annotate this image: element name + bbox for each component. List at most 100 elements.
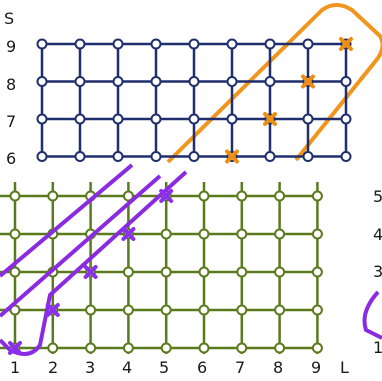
top-tick-9: 9 <box>6 37 16 56</box>
bottom-node-2-6 <box>198 304 210 316</box>
right-partial-label-1: 1 <box>373 338 382 357</box>
top-node-6-2 <box>74 151 86 162</box>
top-node-7-3 <box>112 113 124 125</box>
bottom-tick-2: 2 <box>48 358 58 377</box>
bottom-tick-6: 6 <box>197 358 207 377</box>
top-node-9-3 <box>112 38 124 50</box>
top-node-8-2 <box>74 76 86 87</box>
bottom-tick-4: 4 <box>122 358 132 377</box>
top-node-9-2 <box>74 38 86 50</box>
bottom-node-1-9 <box>311 342 323 354</box>
bottom-node-5-7 <box>236 190 248 202</box>
bottom-mark-2 <box>83 265 98 279</box>
bottom-node-4-1 <box>9 228 21 240</box>
bottom-mark-1-b <box>45 303 60 317</box>
top-selection-band <box>166 3 382 164</box>
bottom-tick-8: 8 <box>273 358 283 377</box>
bottom-node-3-8 <box>274 266 286 278</box>
top-tick-6: 6 <box>6 149 16 168</box>
top-node-7-9 <box>340 113 352 125</box>
bottom-node-1-7 <box>236 342 248 354</box>
bottom-tick-7: 7 <box>235 358 245 377</box>
bottom-node-2-7 <box>236 304 248 316</box>
top-mark-0 <box>339 37 353 51</box>
top-mark-1-b <box>301 74 315 89</box>
top-node-6-8 <box>302 151 314 162</box>
bottom-tick-3: 3 <box>85 358 95 377</box>
bottom-node-5-9 <box>311 190 323 202</box>
top-node-7-2 <box>74 113 86 125</box>
bottom-mark-1 <box>45 303 60 317</box>
bottom-mark-3-b <box>121 227 136 241</box>
bottom-node-1-4 <box>122 342 134 354</box>
bottom-mark-4-b <box>159 189 174 203</box>
top-mark-2 <box>263 112 277 126</box>
bottom-node-2-3 <box>85 304 97 316</box>
bottom-mark-4 <box>159 189 174 203</box>
bottom-node-4-8 <box>274 228 286 240</box>
top-node-8-7 <box>264 76 276 87</box>
bottom-node-2-9 <box>311 304 323 316</box>
bottom-node-5-8 <box>274 190 286 202</box>
top-tick-7: 7 <box>6 112 16 131</box>
top-node-9-1 <box>36 38 48 50</box>
top-tick-8: 8 <box>6 75 16 94</box>
top-node-8-3 <box>112 76 124 87</box>
bottom-axis-label: L <box>340 358 349 377</box>
right-partial-label-5: 5 <box>373 187 382 206</box>
top-node-8-9 <box>340 76 352 87</box>
bottom-node-2-5 <box>160 304 172 316</box>
top-node-6-1 <box>36 151 48 162</box>
top-node-9-4 <box>150 38 162 50</box>
top-node-6-3 <box>112 151 124 162</box>
top-node-7-1 <box>36 113 48 125</box>
top-node-7-8 <box>302 113 314 125</box>
bottom-node-3-6 <box>198 266 210 278</box>
bottom-lattice-marks <box>8 189 174 355</box>
bottom-node-1-2 <box>47 342 59 354</box>
bottom-node-5-6 <box>198 190 210 202</box>
bottom-node-2-8 <box>274 304 286 316</box>
bottom-lattice <box>0 163 323 356</box>
top-axis-label: S <box>4 9 14 28</box>
top-node-7-6 <box>226 113 238 125</box>
top-node-7-5 <box>188 113 200 125</box>
bottom-node-4-7 <box>236 228 248 240</box>
bottom-mark-0 <box>8 341 22 355</box>
bottom-node-1-6 <box>198 342 210 354</box>
bottom-tick-5: 5 <box>159 358 169 377</box>
top-node-6-5 <box>188 151 200 162</box>
bottom-node-4-5 <box>160 228 172 240</box>
bottom-node-3-9 <box>311 266 323 278</box>
top-node-7-4 <box>150 113 162 125</box>
top-node-9-5 <box>188 38 200 50</box>
bottom-node-2-4 <box>122 304 134 316</box>
top-node-6-7 <box>264 151 276 162</box>
top-node-9-6 <box>226 38 238 50</box>
bottom-node-4-6 <box>198 228 210 240</box>
bottom-tick-9: 9 <box>311 358 321 377</box>
right-partial-label-3: 3 <box>373 262 382 281</box>
top-node-8-5 <box>188 76 200 87</box>
bottom-node-3-5 <box>160 266 172 278</box>
bottom-node-5-1 <box>9 190 21 202</box>
bottom-selection-band-inner <box>0 174 162 318</box>
right-partial-label-4: 4 <box>373 225 382 244</box>
bottom-mark-0-b <box>8 341 22 355</box>
top-node-8-1 <box>36 76 48 87</box>
bottom-tick-1: 1 <box>10 358 20 377</box>
top-node-6-9 <box>340 151 352 162</box>
top-node-6-4 <box>150 151 162 162</box>
bottom-node-5-4 <box>122 190 134 202</box>
bottom-mark-3 <box>121 227 136 241</box>
top-mark-3-b <box>225 149 239 164</box>
bottom-node-5-2 <box>47 190 59 202</box>
top-node-9-7 <box>264 38 276 50</box>
top-lattice-marks <box>225 37 353 164</box>
bottom-node-4-9 <box>311 228 323 240</box>
top-mark-3 <box>225 149 239 164</box>
top-node-8-6 <box>226 76 238 87</box>
top-node-9-8 <box>302 38 314 50</box>
